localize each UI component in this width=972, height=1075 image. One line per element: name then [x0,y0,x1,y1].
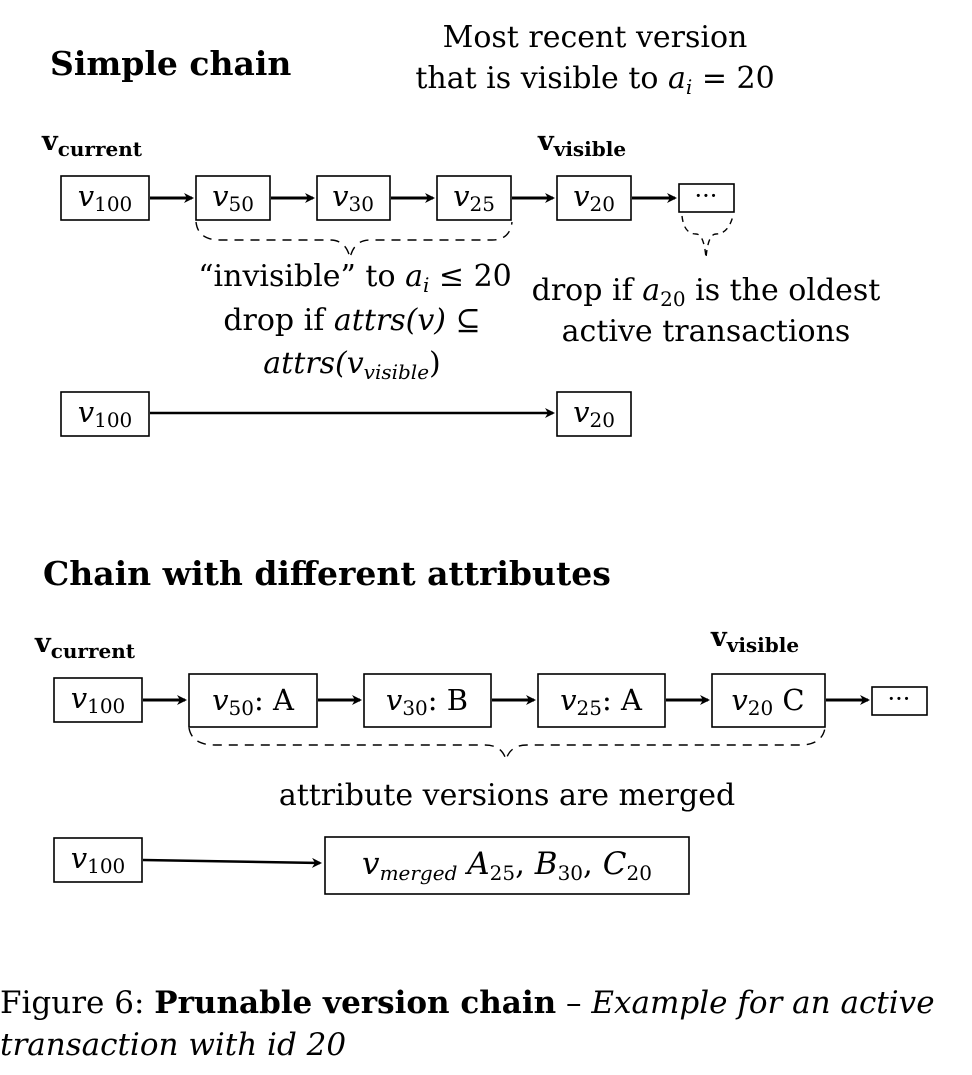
merge-brace [188,727,826,763]
version-label: v20 [573,395,615,432]
visible-annotation-line1: Most recent version [443,20,748,55]
version-label: v25: A [560,683,643,720]
label-v-current: vcurrent [41,126,143,161]
version-label: v100 [71,681,126,718]
caption-prefix: Figure 6: [0,985,155,1021]
caption-description-line2: transaction with id 20 [0,1027,347,1063]
label-v-visible: vvisible [537,126,626,161]
oldest-line1: drop if a20 is the oldest [532,273,881,311]
version-box-v50 [195,175,271,221]
simple-pruned-chain: v100 v20 [60,391,632,437]
version-box-v30-b [363,673,492,728]
simple-chain-title: Simple chain [50,44,291,83]
attrs-chain: v100 v50: A v30: B v25: A v20 C ··· [53,673,928,728]
version-box-v20-c [711,673,826,728]
merged-version-label: vmerged A25, B30, C20 [362,846,652,885]
ellipsis-label: ··· [888,685,911,713]
version-label: v50: A [212,683,295,720]
caption-title: Prunable version chain [154,985,557,1021]
ellipsis-label: ··· [695,182,718,210]
version-label: v20 [573,179,615,216]
oldest-line2: active transactions [562,314,851,349]
version-box-ellipsis [678,183,735,213]
label-v-current: vcurrent [34,628,136,663]
version-box-v50-a [188,673,318,728]
version-label: v25 [453,179,495,216]
caption-description-line1: Example for an active [591,985,935,1021]
version-label: v30 [332,179,374,216]
version-box-v30 [316,175,391,221]
version-label: v100 [71,841,126,878]
version-box-v100 [53,677,143,723]
figure-caption: Figure 6: Prunable version chain – Examp… [0,982,972,1066]
merged-version-box [324,836,690,895]
caption-dash: – [556,985,592,1021]
merged-note: attribute versions are merged [279,778,735,813]
version-box-v100 [60,175,150,221]
version-label: v30: B [386,683,468,720]
merge-arrow [142,857,322,868]
invisible-line2: drop if attrs(v) ⊆ [223,303,480,338]
attrs-chain-title: Chain with different attributes [43,554,611,593]
simple-chain: v100 v50 v30 v25 v20 ··· [60,175,735,221]
version-label: v100 [78,395,133,432]
diagram-canvas: Simple chain Most recent version that is… [34,20,928,895]
version-box-v100 [53,837,143,883]
version-label: v100 [78,179,133,216]
label-v-visible: vvisible [710,622,799,657]
invisible-line3: attrs(vvisible) [263,346,441,384]
version-box-ellipsis [871,686,928,716]
attrs-pruned-chain: v100 vmerged A25, B30, C20 [53,836,690,895]
version-box-v20 [556,391,632,437]
caption-line1: Figure 6: Prunable version chain – Examp… [0,982,972,1024]
version-label: v20 C [731,683,804,720]
version-box-v20 [556,175,632,221]
oldest-brace [681,215,734,259]
version-box-v25-a [537,673,666,728]
visible-annotation-line2: that is visible to ai = 20 [415,61,774,99]
invisible-line1: “invisible” to ai ≤ 20 [198,259,512,297]
invisible-brace [195,221,513,259]
version-box-v100 [60,391,150,437]
version-label: v50 [212,179,254,216]
version-box-v25 [436,175,512,221]
